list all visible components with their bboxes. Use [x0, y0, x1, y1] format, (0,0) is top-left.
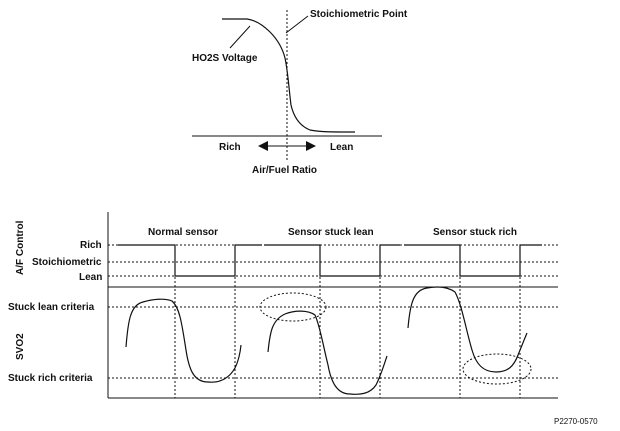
stuck-rich-highlight-ellipse [462, 353, 532, 385]
stuck-lean-criteria-label: Stuck lean criteria [8, 302, 95, 313]
sensor-monitoring-chart: A/F Control SVO2 Rich Stoichiometric Lea… [8, 212, 558, 399]
ho2s-voltage-curve [222, 18, 356, 133]
air-fuel-ratio-label: Air/Fuel Ratio [252, 165, 317, 176]
svo2-stuck-lean-curve [267, 310, 388, 395]
figure-code: P2270-0570 [554, 417, 598, 426]
panel-title-normal-sensor: Normal sensor [148, 227, 218, 238]
rich-label: Rich [219, 142, 241, 153]
rich-level-label: Rich [80, 240, 102, 251]
stoichiometric-leader-line [285, 15, 309, 34]
lean-label: Lean [330, 142, 353, 153]
double-arrow-icon [258, 141, 316, 151]
panel-title-sensor-stuck-rich: Sensor stuck rich [433, 227, 517, 238]
panel-title-sensor-stuck-lean: Sensor stuck lean [288, 227, 374, 238]
svo2-stuck-rich-curve [407, 286, 528, 373]
ho2s-voltage-leader-line [229, 25, 251, 49]
stoichiometric-point-label: Stoichiometric Point [310, 9, 408, 20]
ho2s-voltage-label: HO2S Voltage [192, 53, 258, 64]
af-control-label: A/F Control [15, 220, 26, 275]
stoichiometric-level-label: Stoichiometric [32, 257, 102, 268]
svo2-normal-sensor-curve [125, 298, 242, 383]
stuck-lean-highlight-ellipse [259, 292, 327, 322]
lean-level-label: Lean [79, 272, 102, 283]
stuck-rich-criteria-label: Stuck rich criteria [8, 373, 93, 384]
ho2s-voltage-chart: Stoichiometric Point HO2S Voltage Rich L… [192, 9, 408, 176]
af-control-waveform [118, 244, 542, 277]
svo2-label: SVO2 [15, 333, 26, 360]
